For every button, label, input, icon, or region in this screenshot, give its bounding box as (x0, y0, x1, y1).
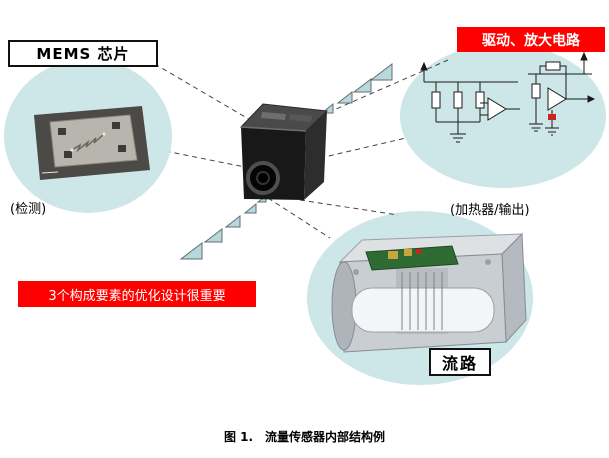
mems-chip-photo (34, 106, 150, 180)
flow-path-label: 流路 (429, 348, 491, 376)
circuit-schematic (420, 51, 596, 143)
zoom-triangles-left (179, 195, 267, 260)
drive-circuit-label: 驱动、放大电路 (457, 27, 605, 52)
sensor-photo (239, 103, 329, 200)
circuit-ellipse (400, 44, 606, 188)
figure-caption: 图 1. 流量传感器内部结构例 (223, 430, 386, 444)
flow-path-cad (331, 232, 527, 353)
connector-lines (147, 59, 449, 239)
key-point-banner: 3个构成要素的优化设计很重要 (18, 281, 256, 307)
mems-sub-label: (检测) (10, 202, 47, 217)
mems-chip-label: MEMS 芯片 (8, 40, 158, 67)
zoom-triangles-right (310, 62, 393, 120)
heater-output-sub-label: (加热器/输出) (450, 203, 530, 218)
